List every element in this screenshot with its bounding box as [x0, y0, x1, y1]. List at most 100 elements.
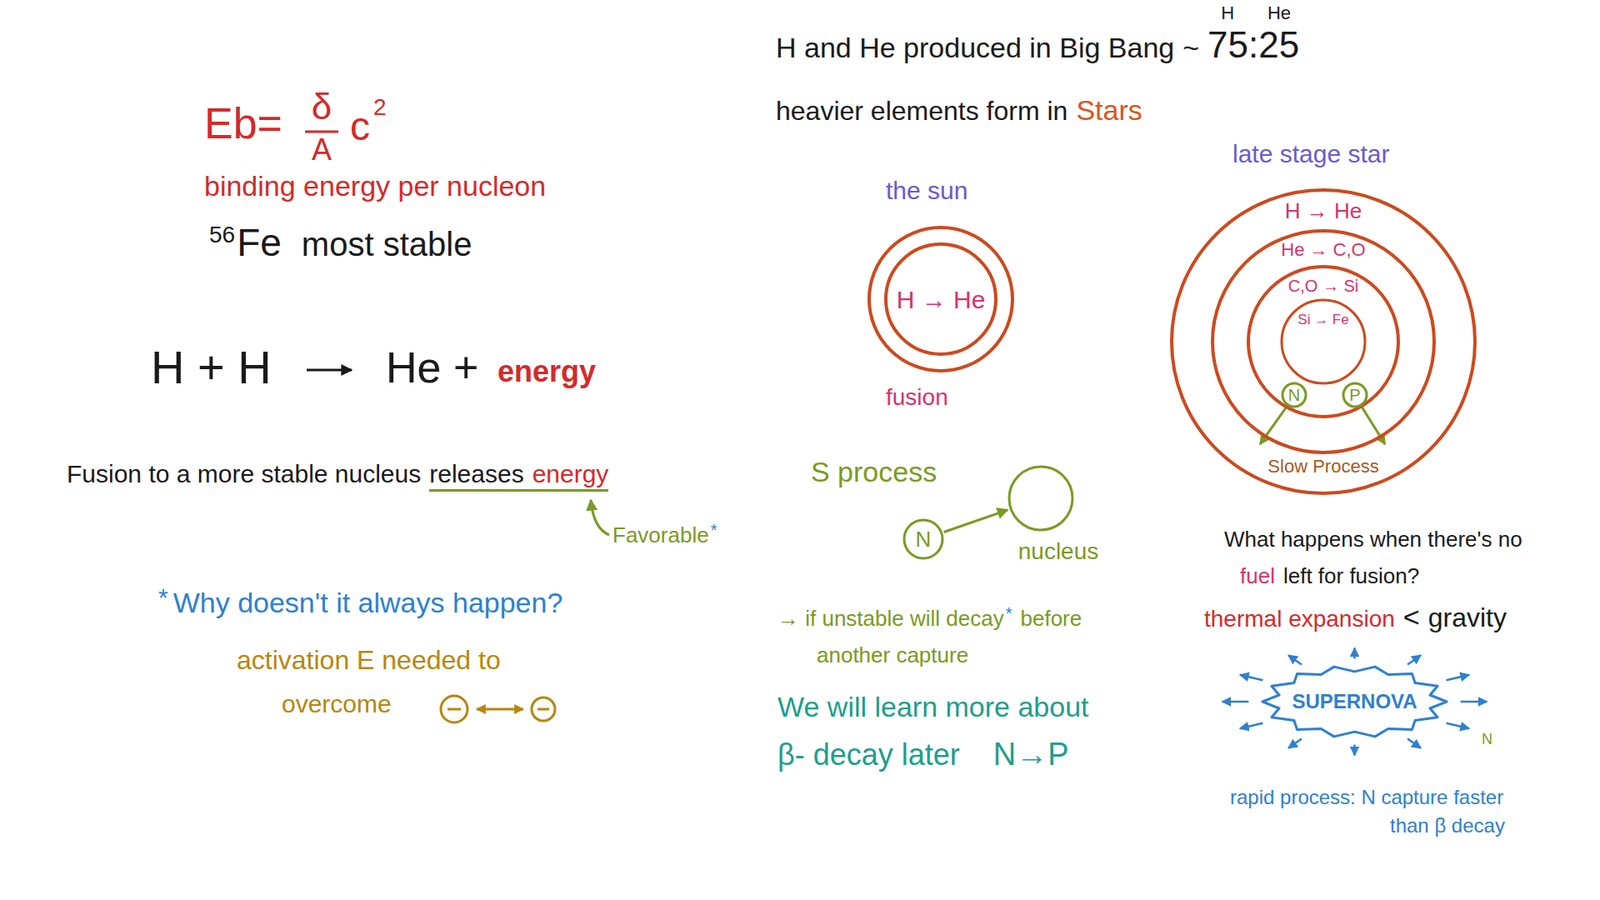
- circle-shape: H → He He → C,O C,O → Si Si → Fe N P: [1170, 188, 1477, 495]
- label-text: Why doesn't it always happen?: [173, 587, 564, 619]
- label-slot: S process: [810, 456, 937, 488]
- label-text: the sun: [885, 176, 968, 205]
- label-slot: δ: [311, 86, 333, 127]
- node-outline: [1210, 229, 1436, 455]
- label-slot: Slow Process: [1267, 456, 1379, 477]
- label-text: most stable: [301, 225, 473, 263]
- label-slot: activation E needed to: [236, 645, 501, 675]
- label-text: H + H: [150, 340, 272, 394]
- ring-outline: [1282, 383, 1306, 407]
- label-slot: H: [1220, 3, 1235, 24]
- label-text: Favorable: [612, 523, 710, 548]
- label-text: He: [1267, 2, 1291, 24]
- label-text: Slow Process: [1267, 455, 1379, 477]
- negative-charge: [440, 695, 468, 723]
- label-slot: He +: [385, 344, 479, 392]
- connector: [944, 510, 1009, 533]
- explosion-ray: [1407, 739, 1421, 749]
- label-text: *: [710, 520, 718, 540]
- label-text: fuel: [1240, 564, 1275, 589]
- label-text: before: [1020, 606, 1082, 631]
- label-text: energy: [532, 460, 610, 488]
- label-slot: What happens when there's no: [1224, 527, 1523, 552]
- node-outline: [1170, 188, 1477, 495]
- label-text: energy: [497, 354, 596, 389]
- label-text: *: [158, 583, 169, 611]
- text-row: fuelleft for fusion?: [1240, 564, 1420, 589]
- label-slot: late stage star: [1232, 140, 1390, 168]
- node-text-slot: H → He: [1285, 199, 1362, 224]
- node-label: P: [1349, 385, 1360, 405]
- emission-arrow: [1260, 406, 1287, 445]
- label-slot: He: [1267, 3, 1291, 24]
- node-outline: [1280, 298, 1367, 385]
- label-slot: rapid process: N capture faster: [1230, 786, 1504, 809]
- circle-shape: H → He: [867, 225, 1015, 373]
- label-slot: overcome: [281, 690, 392, 718]
- text-row: heavier elements form inStars: [775, 95, 1143, 126]
- ring-outline: [1009, 466, 1073, 530]
- node-text-slot: N: [1288, 385, 1300, 405]
- ring-outline: [1212, 230, 1435, 453]
- label-slot: Eb=: [204, 100, 283, 148]
- explosion-ray: [1407, 655, 1421, 665]
- label-text: fusion: [885, 384, 949, 410]
- explosion-ray: [1240, 675, 1264, 680]
- label-slot: than β decay: [1390, 815, 1505, 837]
- label-text: β- decay later: [777, 738, 960, 772]
- node-label: H → He: [896, 285, 986, 314]
- circle-shape: N: [902, 518, 945, 560]
- label-slot: H + H: [150, 341, 272, 394]
- text-row: H and He produced in Big Bang~75:25: [775, 25, 1300, 65]
- text-row: → if unstable will decay*before: [777, 606, 1082, 631]
- label-text: N→P: [993, 737, 1070, 773]
- text-row: Favorable*: [612, 523, 717, 548]
- node-label: C,O → Si: [1288, 276, 1359, 295]
- label-slot: energy: [497, 355, 596, 389]
- explosion-ray: [1222, 700, 1250, 704]
- label-text: thermal expansion: [1204, 606, 1395, 633]
- explosion-ray: [1353, 648, 1356, 660]
- explosion-ray: [1460, 700, 1488, 704]
- explosion-ray: [1446, 675, 1470, 680]
- label-text: c: [350, 104, 370, 149]
- burst-outline: [1262, 666, 1447, 737]
- circle-shape: N: [1280, 381, 1308, 409]
- label-text: late stage star: [1232, 140, 1390, 168]
- label-slot: We will learn more about: [777, 691, 1090, 723]
- ring-outline: [1171, 190, 1475, 494]
- node-text-slot: He → C,O: [1280, 240, 1365, 260]
- explosion-ray: [1288, 739, 1302, 749]
- favorable-pointer: [590, 500, 610, 535]
- repulsion-arrow: [476, 708, 524, 711]
- label-slot: 2: [373, 95, 387, 121]
- label-slot: fusion: [885, 385, 949, 411]
- label-text: H and He produced in Big Bang: [775, 32, 1175, 64]
- label-slot: N: [1481, 731, 1493, 749]
- ring-outline: [869, 227, 1013, 371]
- minus-sign: [447, 708, 461, 711]
- label-text: overcome: [281, 690, 392, 718]
- label-text: Fusion to a more stable nucleus: [66, 460, 421, 488]
- node-label: N: [915, 526, 932, 552]
- negative-charge: [531, 697, 555, 721]
- label-slot: c: [350, 105, 370, 150]
- emission-arrow: [1361, 406, 1385, 445]
- label-text: binding energy per nucleon: [204, 170, 546, 202]
- node-label: Si → Fe: [1297, 311, 1349, 328]
- circle-shape: Si → Fe: [1280, 298, 1367, 385]
- label-text: 2: [373, 94, 387, 120]
- label-text: <: [1403, 601, 1420, 633]
- node-text-slot: C,O → Si: [1288, 276, 1359, 295]
- label-text: activation E needed to: [236, 645, 501, 675]
- text-row: thermal expansion<gravity: [1204, 601, 1507, 633]
- node-outline: [1007, 465, 1075, 532]
- circle-shape: He → C,O C,O → Si Si → Fe N P: [1210, 229, 1436, 455]
- node-label: He → C,O: [1280, 239, 1365, 260]
- label-text: A: [311, 132, 332, 167]
- label-text: Stars: [1075, 95, 1142, 126]
- explosion-ray: [1288, 655, 1302, 665]
- node-text-slot: H → He: [896, 285, 986, 314]
- text-row: β- decay later N→P: [777, 737, 1070, 773]
- label-text: than β decay: [1390, 814, 1505, 837]
